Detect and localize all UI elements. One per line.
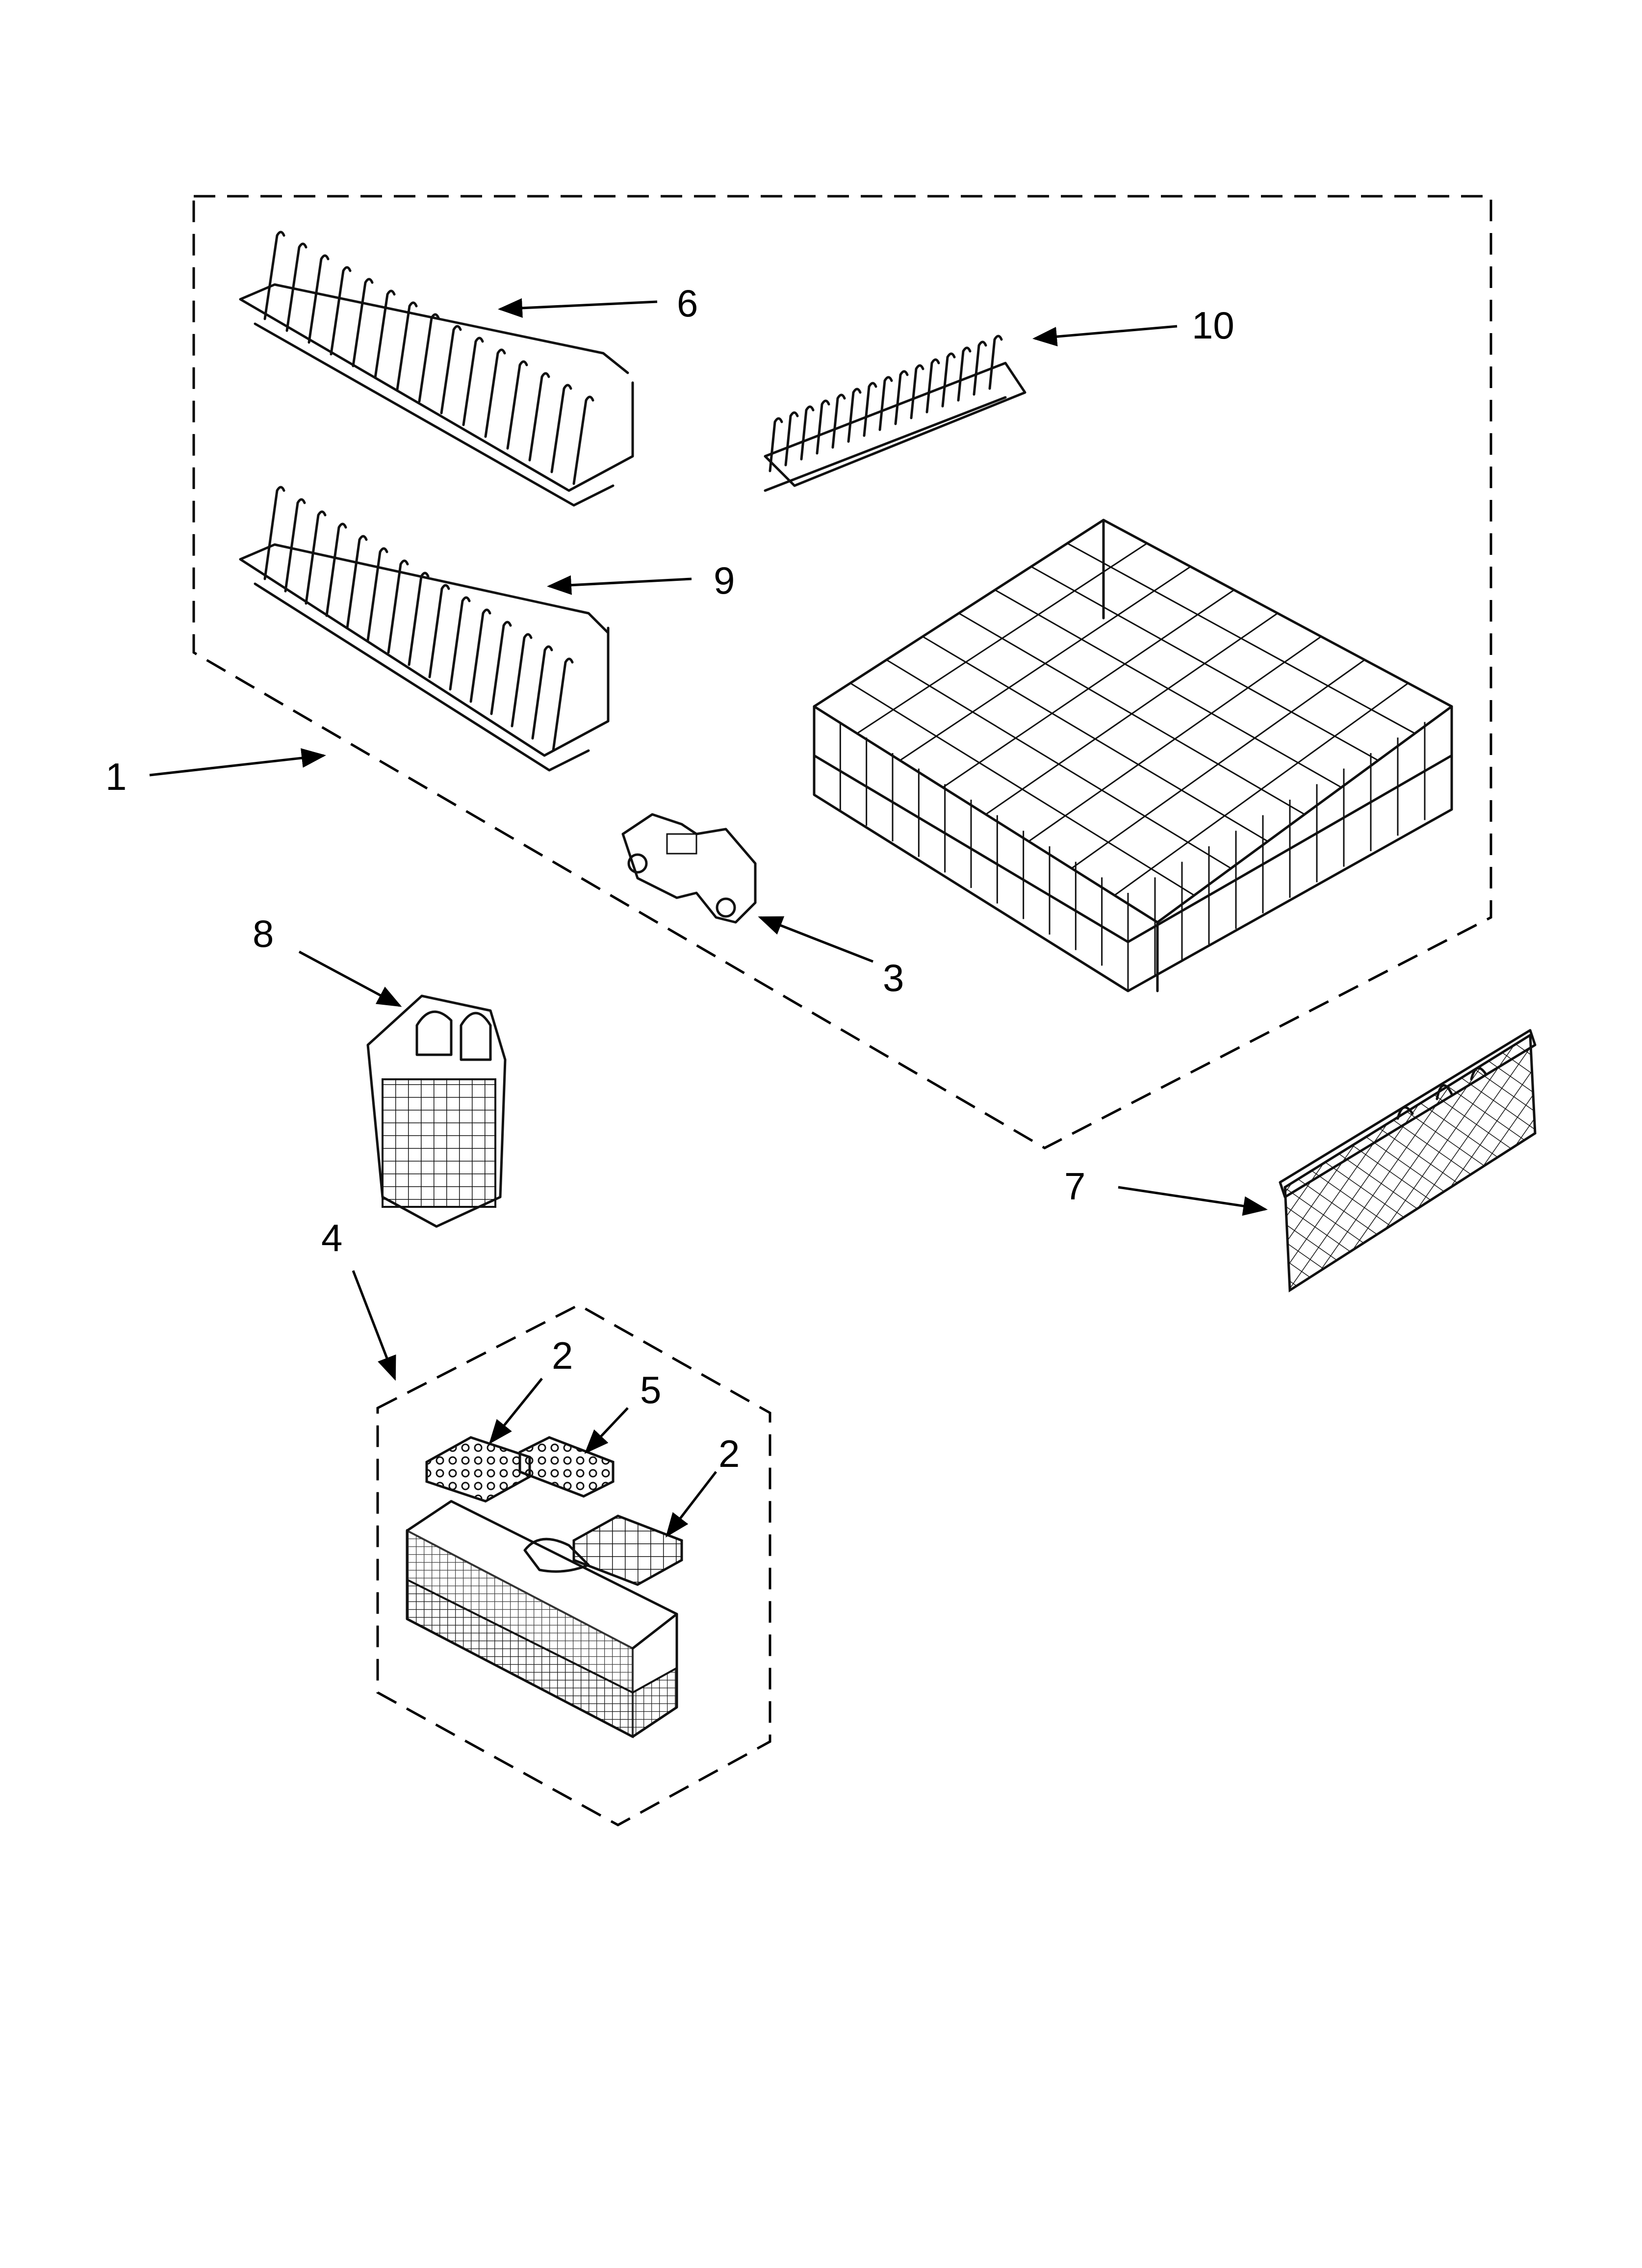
rack-clip xyxy=(621,813,757,924)
leader-5 xyxy=(584,1407,629,1454)
small-utensil-basket xyxy=(366,994,507,1228)
callout-8: 8 xyxy=(253,912,274,955)
grid-cover-right xyxy=(572,1514,683,1586)
callout-2b: 2 xyxy=(718,1432,740,1475)
leader-2a xyxy=(488,1378,543,1444)
callout-5: 5 xyxy=(640,1368,661,1411)
leader-7 xyxy=(1118,1186,1268,1216)
callout-10: 10 xyxy=(1192,304,1234,347)
leader-10 xyxy=(1032,325,1178,347)
leader-9 xyxy=(547,575,692,595)
lower-rack xyxy=(813,519,1453,992)
rack-assembly-outline xyxy=(192,195,1492,1149)
mesh-panel xyxy=(1279,1029,1537,1293)
callout-1: 1 xyxy=(105,755,127,798)
callout-6: 6 xyxy=(677,282,698,325)
leader-2b xyxy=(665,1471,717,1538)
callout-3: 3 xyxy=(883,956,904,999)
grid-cover-left xyxy=(425,1436,531,1503)
small-cover xyxy=(518,1436,615,1498)
callout-7: 7 xyxy=(1064,1165,1085,1208)
silverware-basket-outline xyxy=(376,1303,771,1826)
callout-9: 9 xyxy=(714,559,735,602)
leader-1 xyxy=(149,748,326,777)
silverware-basket xyxy=(406,1500,678,1739)
callout-4: 4 xyxy=(321,1216,342,1259)
leader-8 xyxy=(298,950,402,1007)
leader-3 xyxy=(758,916,873,963)
small-tine-row xyxy=(764,335,1026,492)
tine-row-lower xyxy=(239,486,610,772)
leader-4 xyxy=(352,1270,396,1381)
leader-6 xyxy=(498,298,658,318)
tine-row-upper xyxy=(239,231,634,507)
callout-2a: 2 xyxy=(552,1334,573,1377)
